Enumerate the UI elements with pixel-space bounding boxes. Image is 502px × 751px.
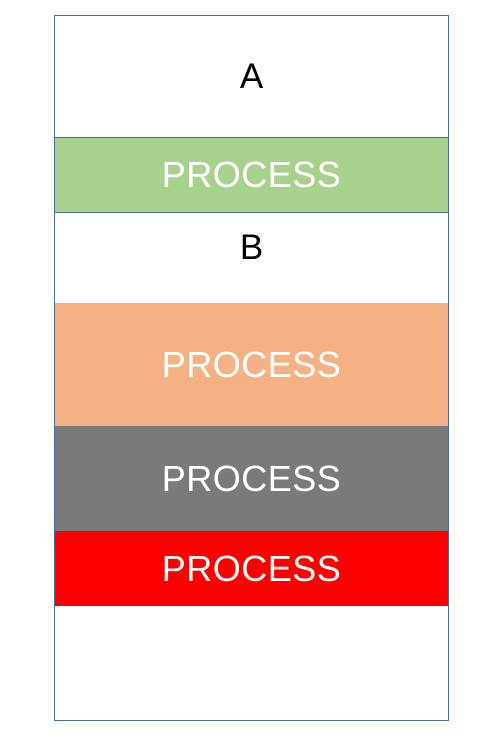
section-a-label: A: [239, 56, 264, 96]
diagram-frame: A PROCESS B PROCESS PROCESS PROCESS: [54, 15, 449, 721]
process-box-3: PROCESS: [55, 426, 448, 531]
process-box-3-label: PROCESS: [161, 457, 342, 499]
process-box-1-label: PROCESS: [161, 154, 342, 195]
process-box-2-label: PROCESS: [161, 343, 342, 385]
process-box-1: PROCESS: [55, 138, 448, 213]
process-box-4: PROCESS: [55, 531, 448, 606]
section-b-label: B: [239, 227, 264, 267]
process-box-4-label: PROCESS: [161, 547, 342, 589]
section-b: B: [55, 213, 448, 282]
process-box-2: PROCESS: [55, 303, 448, 426]
empty-section: [55, 606, 448, 720]
section-a: A: [55, 16, 448, 138]
